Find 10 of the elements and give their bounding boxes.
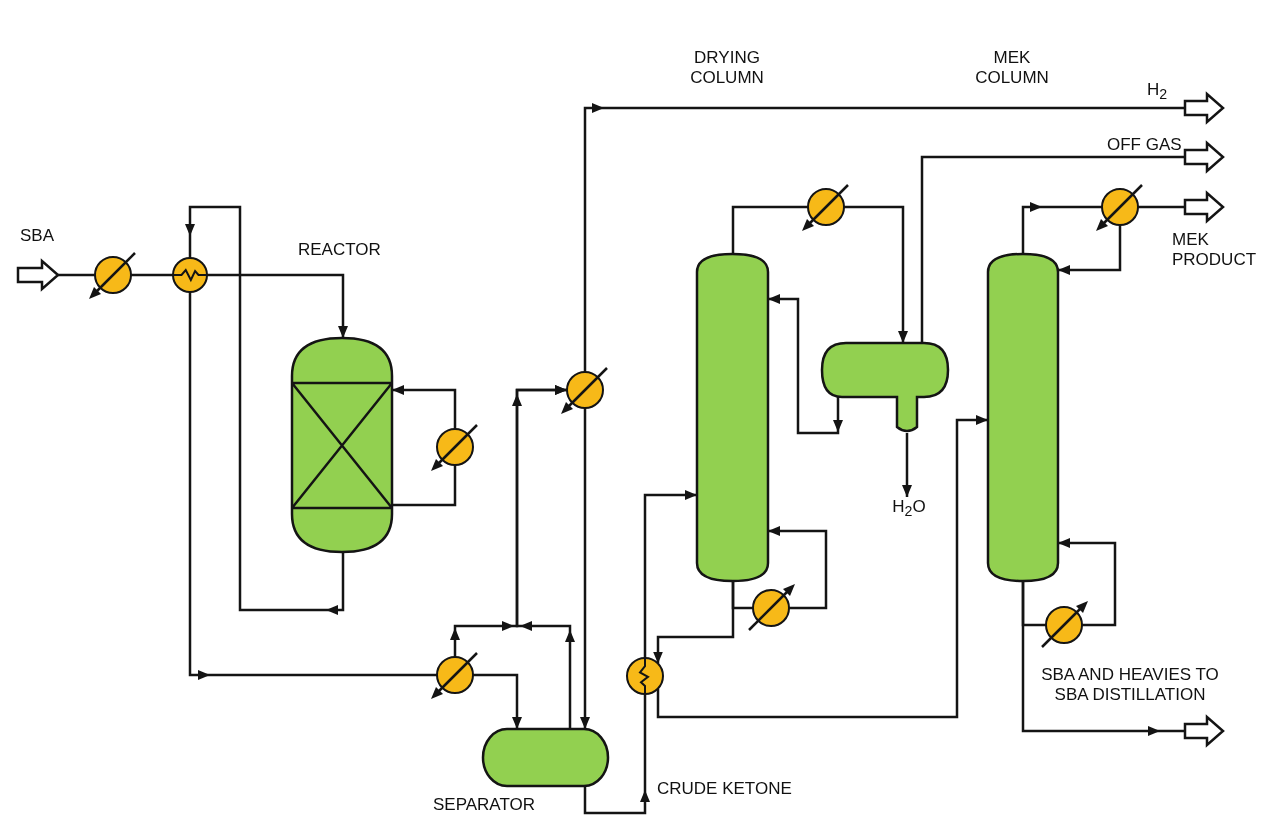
stream-label: OFF GAS: [1107, 135, 1183, 156]
equipment-label: MEK COLUMN: [974, 48, 1050, 89]
stream-label: MEK PRODUCT: [1172, 230, 1258, 271]
equipment-label: REACTOR: [298, 240, 382, 261]
equipment-label: SEPARATOR: [433, 795, 537, 816]
equipment-label: DRYING COLUMN: [689, 48, 765, 89]
stream-label: H$_{2}$: [1147, 80, 1169, 104]
stream-label: H$_{2}$O: [891, 497, 927, 521]
stream-label: SBA: [20, 226, 56, 247]
stream-label: SBA AND HEAVIES TO SBA DISTILLATION: [1040, 665, 1220, 706]
